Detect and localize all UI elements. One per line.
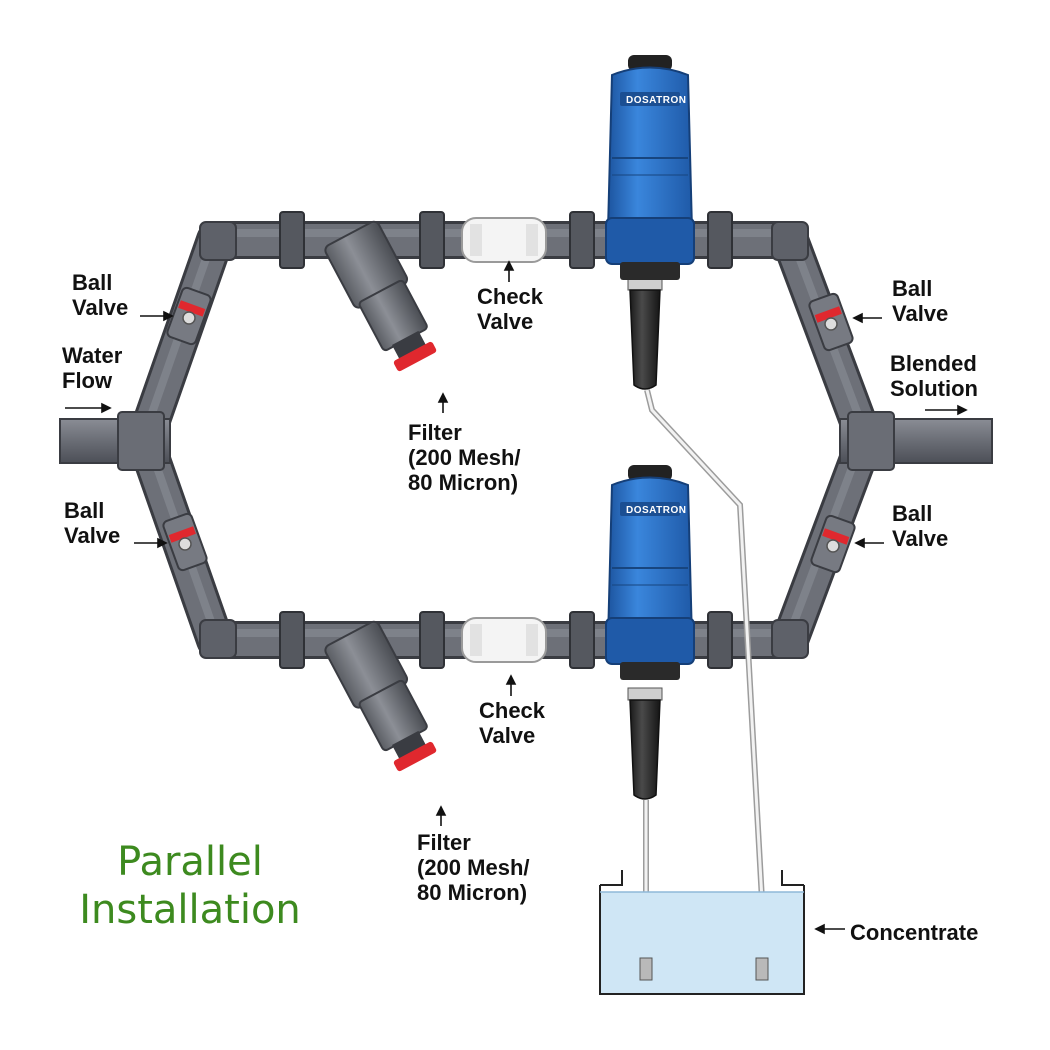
- inlet-tee: [117, 411, 165, 471]
- label-blended-solution: Blended Solution: [890, 351, 978, 401]
- dosatron-top-base: [605, 217, 695, 265]
- check-valve-top: [461, 217, 547, 263]
- concentrate-tank: [599, 870, 805, 995]
- label-arrows: [65, 260, 968, 935]
- ball-valve-bottom-left: [162, 512, 208, 572]
- pipe-unions: [279, 211, 733, 669]
- check-valve-bottom: [461, 617, 547, 663]
- label-ball-valve-bottom-left: Ball Valve: [64, 498, 121, 548]
- diagram-title: Parallel Installation: [79, 839, 301, 933]
- dosatron-brand-top: DOSATRON: [626, 95, 686, 106]
- outlet-tee: [847, 411, 895, 471]
- label-ball-valve-bottom-right: Ball Valve: [892, 501, 949, 551]
- dosatron-bottom-base: [605, 617, 695, 665]
- ball-valve-top-left: [166, 286, 212, 346]
- label-filter-bottom: Filter (200 Mesh/ 80 Micron): [417, 830, 530, 905]
- dosatron-top: DOSATRON: [606, 55, 694, 390]
- dosatron-bottom-neck: [620, 662, 680, 680]
- label-filter-top: Filter (200 Mesh/ 80 Micron): [408, 420, 521, 495]
- label-ball-valve-top-left: Ball Valve: [72, 270, 129, 320]
- dosatron-top-neck: [620, 262, 680, 280]
- label-water-flow: Water Flow: [62, 343, 123, 393]
- filter-top: [324, 220, 437, 372]
- filter-bottom: [324, 620, 437, 772]
- ball-valve-top-right: [808, 292, 854, 352]
- label-ball-valve-top-right: Ball Valve: [892, 276, 949, 326]
- dosatron-bottom: DOSATRON: [606, 465, 694, 800]
- ball-valve-bottom-right: [810, 514, 856, 574]
- label-check-valve-top: Check Valve: [477, 284, 544, 334]
- label-concentrate: Concentrate: [850, 920, 979, 945]
- pipe-elbows: [199, 221, 809, 659]
- label-check-valve-bottom: Check Valve: [479, 698, 546, 748]
- dosatron-brand-bottom: DOSATRON: [626, 505, 686, 516]
